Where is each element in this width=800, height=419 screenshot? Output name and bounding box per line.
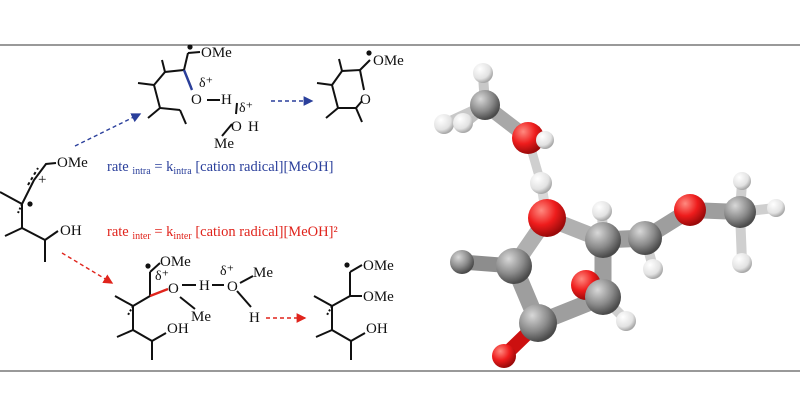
inter-arrow-1 [61, 252, 114, 284]
inter-product-structure [313, 264, 366, 360]
methanol-me: Me [214, 136, 234, 152]
intra-arrow-1 [74, 113, 142, 147]
start-ome: OMe [57, 155, 88, 171]
inter-ts-delta-plus-2: δ⁺ [220, 264, 234, 279]
intra-product-radical-dot [366, 50, 372, 56]
molecular-model [434, 63, 785, 368]
model-atoms [434, 63, 785, 368]
inter-ts-o2: O [227, 279, 238, 295]
inter-product-ome-1: OMe [363, 258, 394, 274]
intra-ts-h: H [221, 92, 232, 108]
methanol-h: H [248, 119, 259, 135]
intra-product-ome: OMe [373, 53, 404, 69]
inter-product-oh: OH [366, 321, 388, 337]
intra-ts-o: O [191, 92, 202, 108]
cation-radical-structure [0, 162, 59, 262]
intra-product-structure [316, 58, 371, 123]
inter-ts-h2: H [249, 310, 260, 326]
start-oh: OH [60, 223, 82, 239]
intra-ts-ome: OMe [201, 45, 232, 61]
intra-ts-delta-plus-1: δ⁺ [199, 76, 213, 91]
inter-ts-delta-plus-1: δ⁺ [155, 269, 169, 284]
intra-ts-delta-plus-2: δ⁺ [239, 101, 253, 116]
start-plus: + [38, 172, 46, 188]
inter-ts-ome: OMe [160, 254, 191, 270]
inter-ts-me2: Me [253, 265, 273, 281]
forming-bond-red [149, 287, 169, 298]
methanol-o: O [231, 119, 242, 135]
inter-ts-oh: OH [167, 321, 189, 337]
radical-dot [27, 201, 33, 207]
intra-ts-structure [137, 51, 238, 137]
intra-radical-dot [187, 44, 193, 50]
intra-product-o: O [360, 92, 371, 108]
inter-ts-o1: O [168, 281, 179, 297]
rate-intra-equation: rate intra = kintra [cation radical][MeO… [107, 159, 333, 177]
inter-product-radical-dot [344, 262, 350, 268]
forming-bond-blue [182, 69, 194, 91]
rate-inter-equation: rate inter = kinter [cation radical][MeO… [107, 224, 338, 242]
inter-radical-dot [145, 263, 151, 269]
inter-product-ome-2: OMe [363, 289, 394, 305]
inter-ts-h1: H [199, 278, 210, 294]
inter-ts-me1: Me [191, 309, 211, 325]
inter-ts-structure [114, 262, 254, 360]
